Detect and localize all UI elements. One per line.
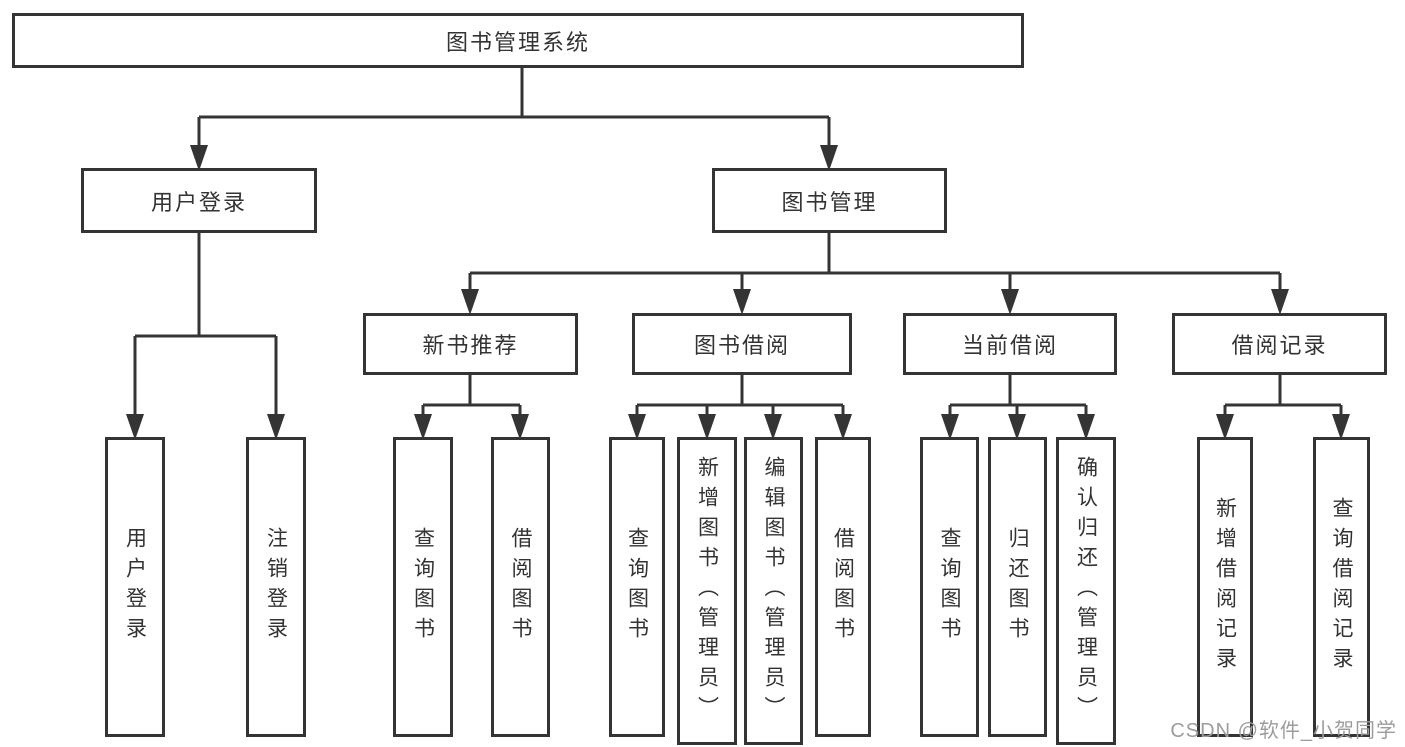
watermark: CSDN @软件_小贺同学 (1170, 720, 1397, 742)
node-user-login: 用户登录 (81, 168, 317, 233)
node-current-borrow: 当前借阅 (903, 313, 1117, 375)
leaf-return-book-label: 归还图书 (1006, 527, 1029, 647)
node-borrow-records-label: 借阅记录 (1231, 333, 1328, 358)
node-new-book-recommend-label: 新书推荐 (422, 333, 519, 358)
leaf-borrow-books-1-label: 借阅图书 (509, 527, 532, 647)
leaf-query-borrow-record: 查询借阅记录 (1313, 437, 1370, 737)
node-user-login-label: 用户登录 (150, 189, 247, 215)
leaf-query-books-2: 查询图书 (609, 437, 665, 737)
node-book-borrow: 图书借阅 (632, 313, 852, 375)
leaf-query-books-2-label: 查询图书 (625, 527, 649, 647)
node-new-book-recommend: 新书推荐 (363, 313, 578, 375)
node-library-management-system: 图书管理系统 (12, 13, 1024, 68)
leaf-user-login-label: 用户登录 (123, 527, 147, 647)
node-current-borrow-label: 当前借阅 (961, 333, 1058, 358)
leaf-add-book-admin-label: 新增图书（管理员） (695, 456, 719, 726)
node-library-management-system-label: 图书管理系统 (445, 29, 590, 55)
node-book-management: 图书管理 (712, 168, 947, 233)
node-book-borrow-label: 图书借阅 (693, 333, 790, 358)
leaf-query-books-1-label: 查询图书 (411, 527, 435, 647)
leaf-borrow-books-2-label: 借阅图书 (831, 527, 855, 647)
leaf-edit-book-admin: 编辑图书（管理员） (744, 437, 803, 745)
leaf-edit-book-admin-label: 编辑图书（管理员） (762, 456, 785, 726)
leaf-borrow-books-2: 借阅图书 (815, 437, 871, 737)
node-borrow-records: 借阅记录 (1172, 313, 1387, 375)
leaf-logout-label: 注销登录 (264, 527, 288, 647)
leaf-add-borrow-record-label: 新增借阅记录 (1213, 497, 1237, 677)
leaf-user-login: 用户登录 (105, 437, 165, 737)
leaf-confirm-return-admin-label: 确认归还（管理员） (1074, 456, 1098, 726)
leaf-query-borrow-record-label: 查询借阅记录 (1330, 497, 1353, 677)
node-book-management-label: 图书管理 (781, 189, 878, 215)
leaf-confirm-return-admin: 确认归还（管理员） (1056, 437, 1116, 745)
leaf-query-books-3-label: 查询图书 (938, 527, 961, 647)
leaf-borrow-books-1: 借阅图书 (491, 437, 550, 737)
leaf-query-books-3: 查询图书 (920, 437, 979, 737)
leaf-add-borrow-record: 新增借阅记录 (1197, 437, 1253, 737)
leaf-query-books-1: 查询图书 (393, 437, 453, 737)
leaf-logout: 注销登录 (246, 437, 306, 737)
leaf-add-book-admin: 新增图书（管理员） (677, 437, 737, 745)
leaf-return-book: 归还图书 (988, 437, 1047, 737)
